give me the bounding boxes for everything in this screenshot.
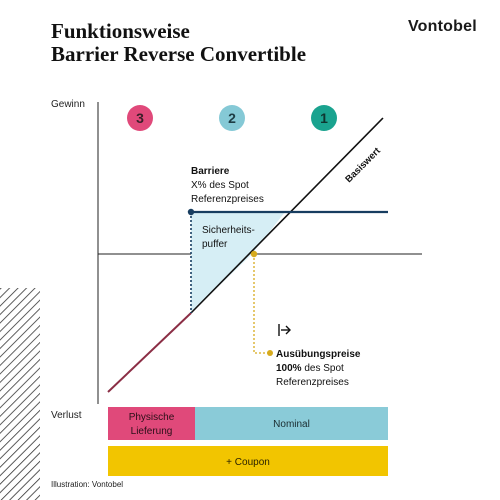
zone-number-3: 3 [136,110,144,126]
barrier-title: Barriere [191,166,230,177]
safety-buffer-area [191,212,285,313]
title-line-2: Barrier Reverse Convertible [51,42,307,66]
zone-number-1: 1 [320,110,328,126]
strike-dotted-connector [253,254,268,354]
nominal-label: Nominal [273,419,310,430]
y-axis-top-label: Gewinn [51,99,85,110]
strike-bold-part: 100% [276,363,302,374]
zone-marker-3: 3 [127,105,153,131]
buffer-line-1: Sicherheits- [202,225,255,236]
strike-line-2: Referenzpreises [276,377,349,388]
strike-line-1: 100% des Spot [276,363,344,374]
coupon-label: + Coupon [226,457,270,468]
loss-line [107,312,192,393]
y-axis-bottom-label: Verlust [51,410,82,421]
physical-delivery-bar [108,407,195,440]
physical-delivery-line-2: Lieferung [131,426,173,437]
illustration-credit: Illustration: Vontobel [51,480,124,489]
brand-logo: Vontobel [408,18,477,35]
title-line-1: Funktionsweise [51,19,190,43]
barrier-line-1: X% des Spot [191,180,249,191]
coupon-bar [108,446,388,476]
underlying-line [190,117,384,314]
strike-label-point [267,350,273,356]
strike-title: Ausübungspreise [276,349,361,360]
physical-delivery-line-1: Physische [129,412,175,423]
barrier-point [187,208,195,216]
buffer-line-2: puffer [202,239,228,250]
zone-number-2: 2 [228,110,236,126]
barrier-line-2: Referenzpreises [191,194,264,205]
page-title: Funktionsweise Barrier Reverse Convertib… [51,20,306,66]
strike-rest-part: des Spot [302,363,344,374]
zone-marker-2: 2 [219,105,245,131]
nominal-bar [195,407,388,440]
hatched-decoration [0,288,40,500]
zone-marker-1: 1 [311,105,337,131]
arrow-right-bar-icon [278,324,291,336]
